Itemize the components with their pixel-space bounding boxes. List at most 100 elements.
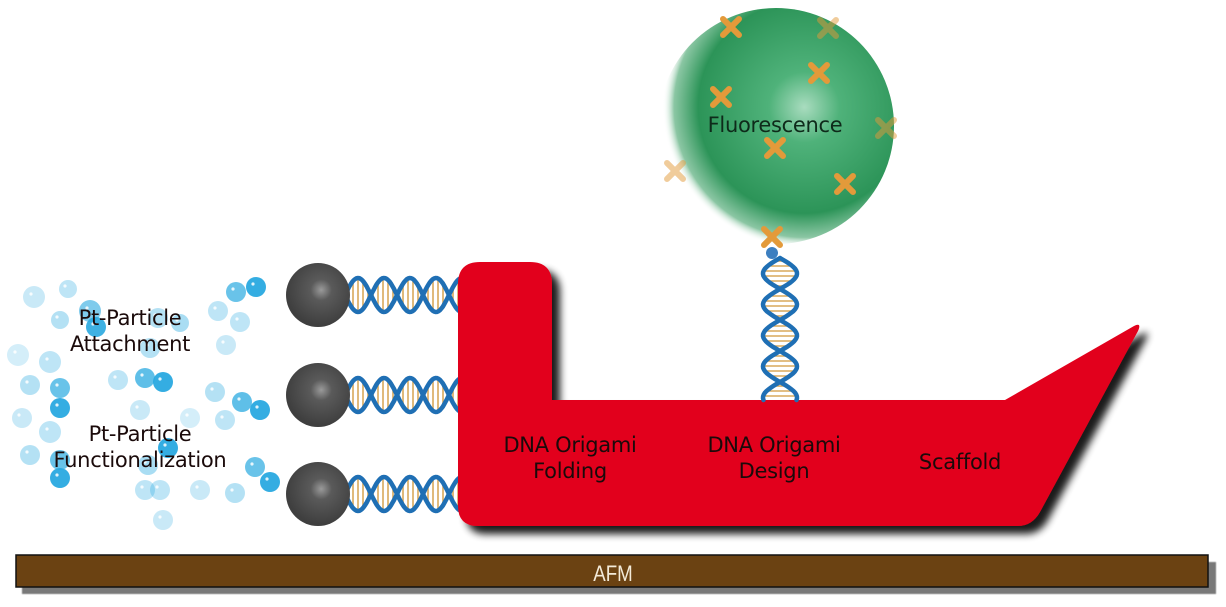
dna-origami-scaffold [458,262,1140,526]
solution-bubble [245,457,265,477]
bubble-highlight [255,405,259,409]
solution-bubble [153,510,173,530]
label-origami-design: DNA Origami Design [684,432,864,485]
dna-linker [342,275,463,315]
dna-linker [342,375,463,415]
solution-bubble [39,421,61,443]
solution-bubble [86,317,106,337]
solution-bubble [216,335,236,355]
label-line: DNA Origami [707,433,841,457]
solution-bubble [205,382,225,402]
solution-bubbles [7,277,280,530]
bubble-highlight [17,413,21,417]
solution-bubble [20,375,40,395]
marker-stroke [817,17,839,39]
bubble-highlight [29,292,33,296]
bubble-highlight [55,455,59,459]
solution-bubble [39,351,61,373]
fluorophore-marker [764,137,786,159]
solution-bubble [153,372,173,392]
bubble-highlight [55,403,59,407]
label-origami-folding: DNA Origami Folding [480,432,660,485]
label-pt-attachment: Pt-Particle Attachment [50,305,210,358]
solution-bubble [140,338,160,358]
marker-stroke [875,117,897,139]
solution-bubble [20,445,40,465]
bubble-highlight [265,477,269,481]
fluorophore-marker [710,86,732,108]
bubble-highlight [235,317,239,321]
label-line: Scaffold [918,450,1002,474]
solution-bubble [190,480,210,500]
solution-bubble [12,408,32,428]
marker-stroke [764,137,786,159]
solution-bubble [79,300,101,322]
solution-bubble [50,378,70,398]
dna-linker [342,474,463,514]
dna-linkers [342,275,463,514]
solution-bubble [50,398,70,418]
pt-particle [286,363,350,427]
bubble-highlight [63,284,67,288]
bubble-highlight [250,462,254,466]
solution-bubble [180,408,200,428]
dna-strand [760,255,800,403]
bubble-highlight [13,350,17,354]
bubble-highlight [113,375,117,379]
bubble-highlight [163,443,167,447]
fluorophore-marker [808,62,830,84]
label-scaffold: Scaffold [890,449,1030,475]
fluorophore-marker [817,17,839,39]
bubble-highlight [213,306,217,310]
solution-bubble [148,308,168,328]
solution-bubble [108,370,128,390]
solution-bubble [50,468,70,488]
fluorophore-marker [664,160,686,182]
bubble-highlight [153,313,157,317]
bubble-highlight [231,287,235,291]
bubble-highlight [45,357,49,361]
marker-stroke [664,160,686,182]
bubble-highlight [230,488,234,492]
bubble-highlight [158,377,162,381]
dna-strand [342,375,463,415]
fluorophore-marker [761,226,783,248]
bubble-highlight [45,427,49,431]
solution-bubble [51,311,69,329]
fluorescence-sphere [658,8,894,244]
label-line: Functionalization [53,448,227,473]
marker-stroke [710,86,732,108]
bubble-highlight [158,515,162,519]
fluorophore-marker [875,117,897,139]
bubble-highlight [175,318,179,322]
dna-strand [342,474,463,514]
bubble-highlight [221,340,225,344]
pt-particle [286,462,350,526]
dna-strand [760,255,800,403]
solution-bubble [7,344,29,366]
bubble-highlight [251,282,255,286]
label-afm: AFM [593,561,633,586]
solution-bubble [138,455,158,475]
solution-bubble [226,282,246,302]
solution-bubble [135,368,155,388]
solution-bubble [130,400,150,420]
label-line: Design [738,459,810,484]
dna-strand [342,375,463,415]
solution-bubble [150,480,170,500]
marker-stroke [720,16,742,38]
bubble-highlight [55,473,59,477]
solution-bubble [225,483,245,503]
attachment-bead [766,247,778,259]
bubble-highlight [91,322,95,326]
bubble-highlight [140,373,144,377]
solution-bubble [59,280,77,298]
label-line: Attachment [69,332,191,357]
solution-bubble [230,312,250,332]
bubble-highlight [237,397,241,401]
solution-bubble [232,392,252,412]
solution-bubble [23,286,45,308]
bubble-highlight [195,485,199,489]
marker-stroke [834,173,856,195]
pt-particles [286,263,350,526]
